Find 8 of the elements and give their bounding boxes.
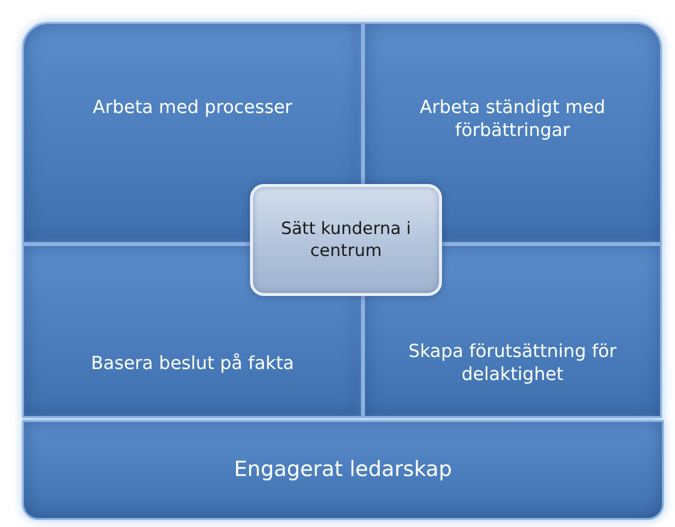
- quadrant-label: Arbeta ständigt med förbättringar: [418, 96, 606, 143]
- quadrant-label: Engagerat ledarskap: [234, 456, 452, 484]
- foundation-band: [22, 420, 664, 520]
- quadrant-label: Arbeta med processer: [92, 96, 292, 120]
- center-box: [250, 184, 442, 296]
- quadrant-label: Basera beslut på fakta: [90, 352, 294, 376]
- quadrant-label: Sätt kunderna i centrum: [280, 218, 412, 262]
- quadrant-label: Skapa förutsättning för delaktighet: [407, 340, 618, 387]
